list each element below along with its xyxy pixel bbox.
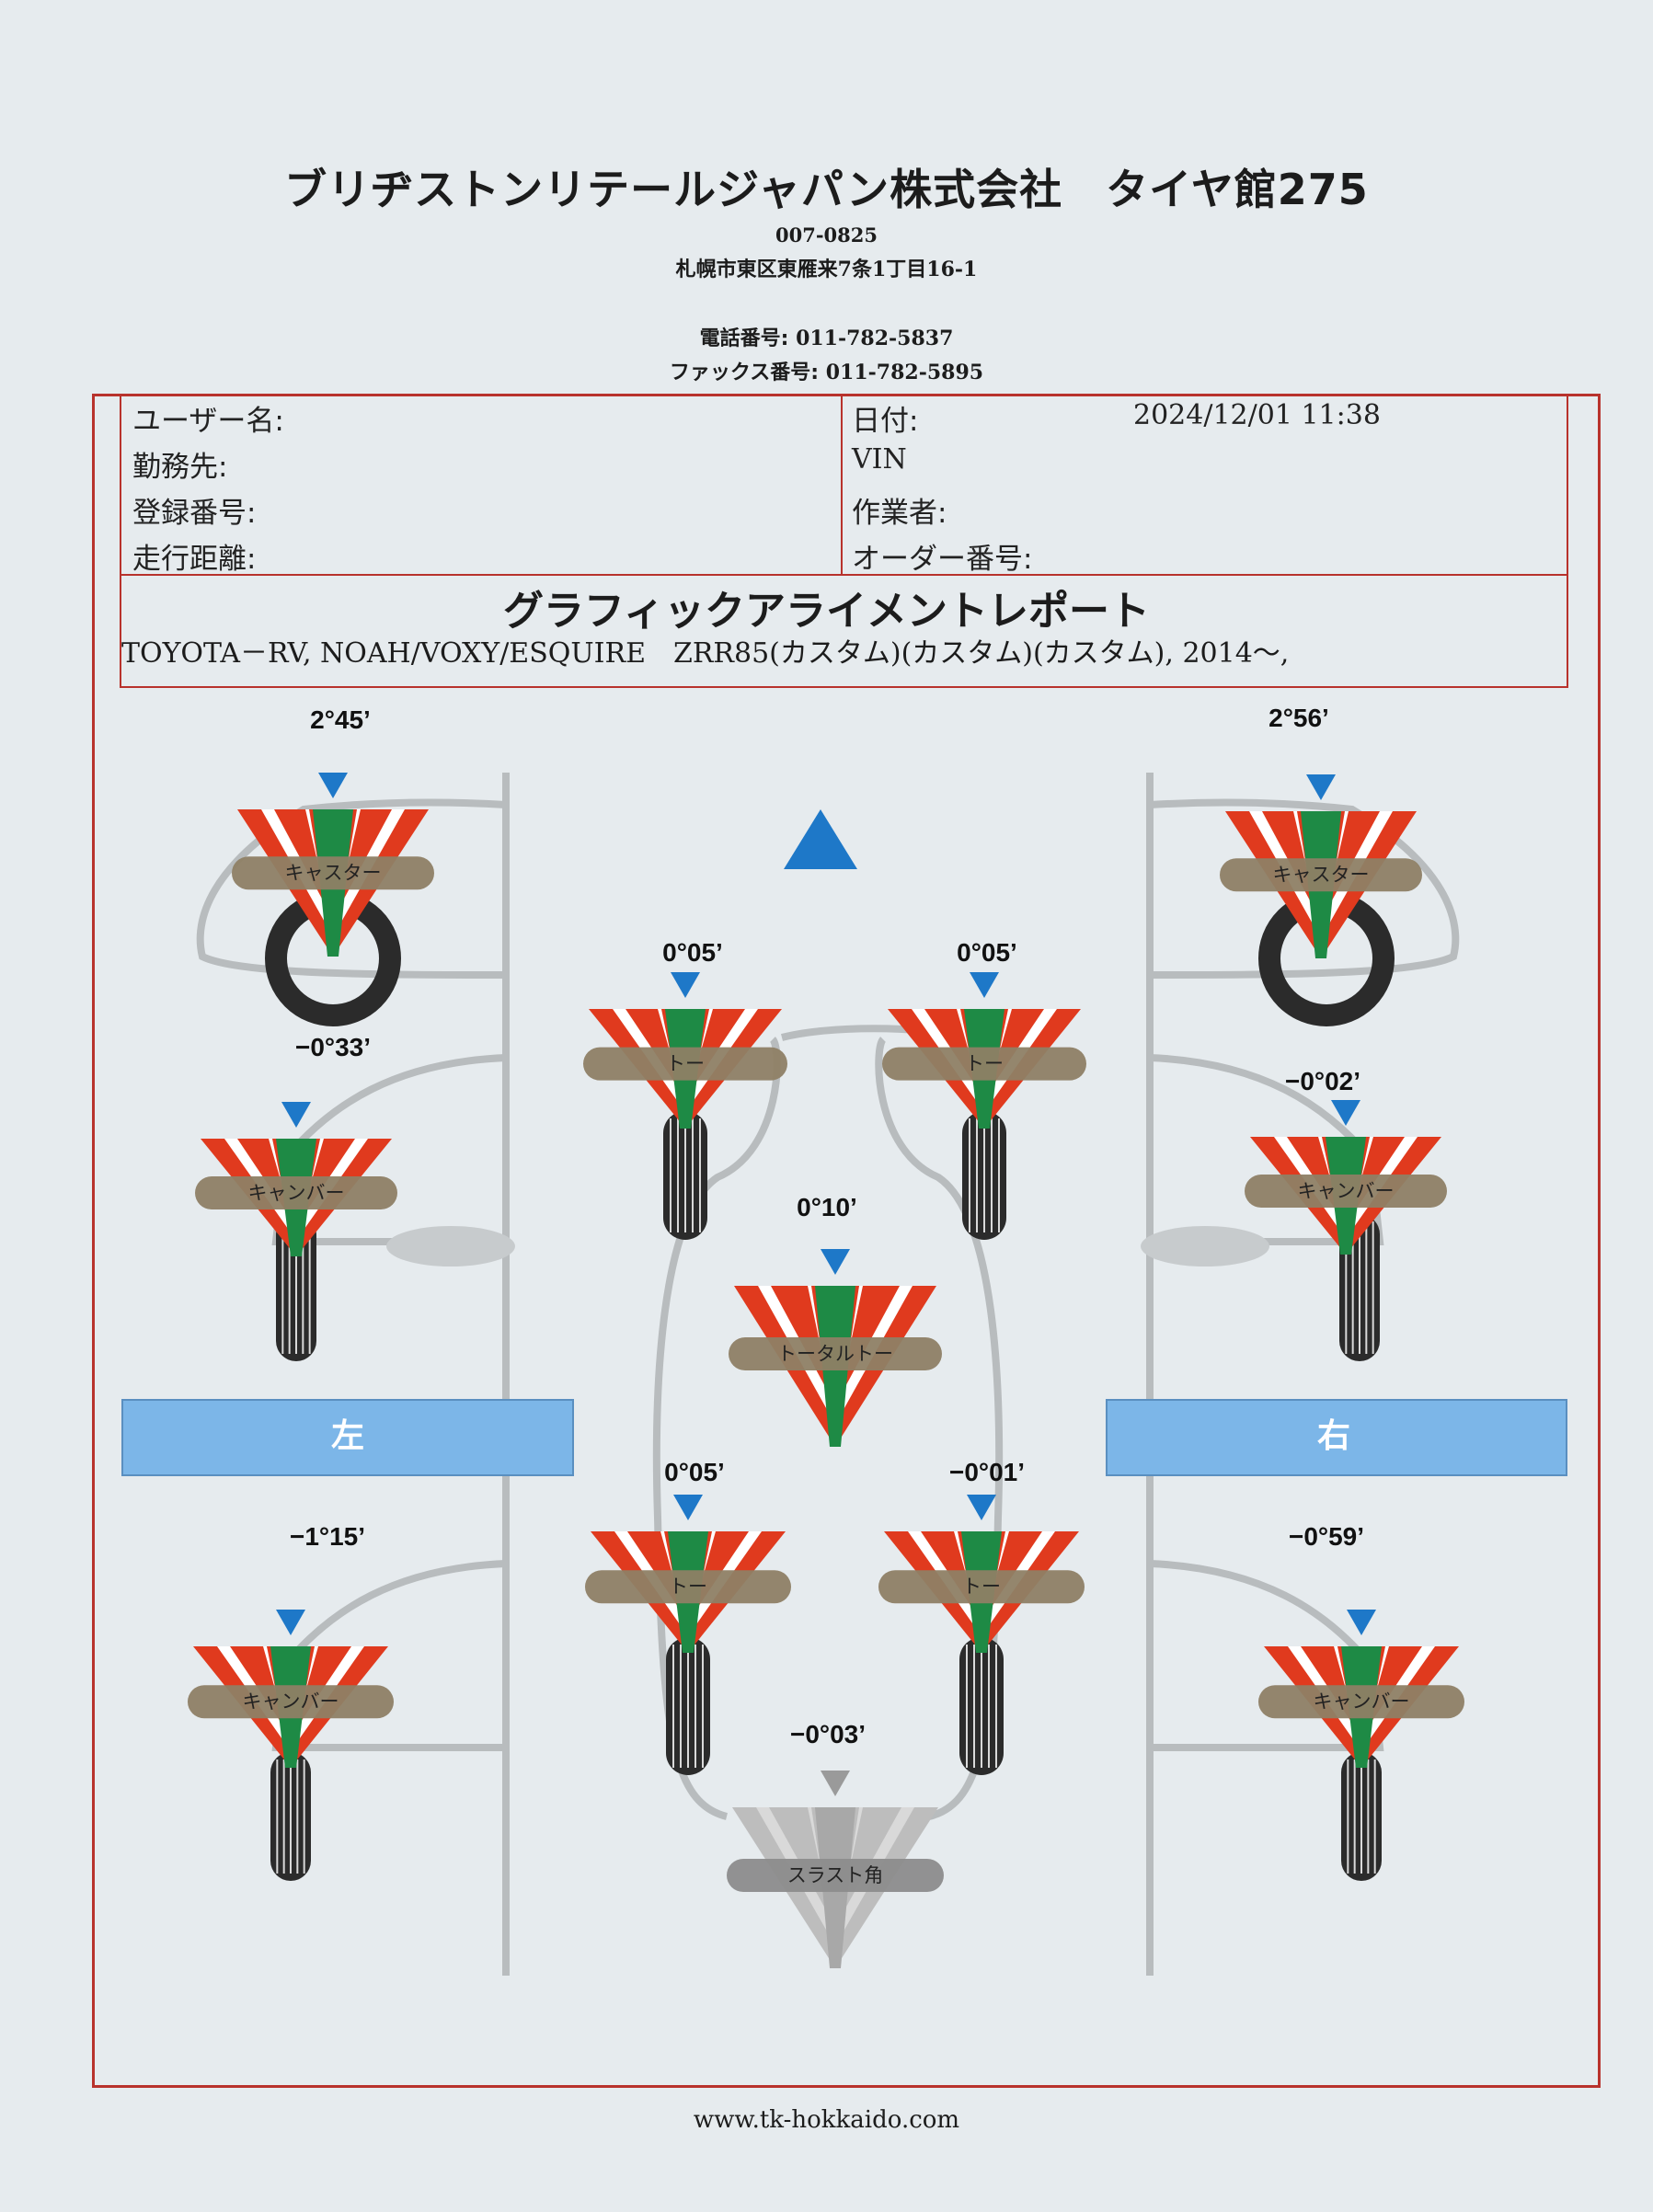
front-left-toe-gauge: トー (583, 972, 787, 1129)
car-outline (196, 773, 1460, 1976)
front-right-toe-tire-icon (962, 1111, 1006, 1240)
thrust-angle-gauge: スラスト角 (727, 1771, 944, 1968)
report-frame (92, 394, 1601, 2088)
title-bottom-rule (120, 686, 1568, 688)
front-total-toe-gauge-pointer-icon (821, 1249, 850, 1275)
rear-right-toe-tire-icon (959, 1637, 1004, 1775)
phone-line: 電話番号: 011-782-5837 (0, 322, 1653, 351)
title-border-right (1567, 574, 1568, 688)
info-bottom-rule (120, 574, 1568, 576)
front-right-toe-gauge-pointer-icon (970, 972, 999, 998)
thrust-angle-gauge-label: スラスト角 (787, 1864, 884, 1886)
rear-left-toe-tire-icon (666, 1637, 710, 1775)
front-right-caster-gauge-label: キャスター (1273, 864, 1370, 886)
front-total-toe-gauge: トータルトー (729, 1249, 942, 1447)
registration-label: 登録番号: (132, 497, 257, 530)
front-left-caster-gauge: キャスター (232, 773, 434, 957)
rear-left-camber-gauge: キャンバー (188, 1610, 394, 1768)
front-total-toe-value: 0°10’ (797, 1193, 857, 1221)
left-side-label: 左 (331, 1417, 364, 1455)
front-right-toe-gauge: トー (882, 972, 1086, 1129)
title-border-left (120, 574, 121, 688)
rear-right-camber-gauge-label: キャンバー (1314, 1691, 1410, 1713)
front-left-camber-gauge: キャンバー (195, 1102, 397, 1256)
chassis-shadow-left (386, 1226, 515, 1266)
rear-right-camber-value: −0°59’ (1289, 1522, 1364, 1551)
rear-right-camber-gauge: キャンバー (1258, 1610, 1464, 1768)
chassis-shadow-right (1141, 1226, 1269, 1266)
user-name-label: ユーザー名: (132, 405, 284, 438)
phone-label: 電話番号: (699, 327, 789, 350)
rear-left-toe-value: 0°05’ (664, 1458, 725, 1486)
date-value: 2024/12/01 11:38 (1133, 399, 1381, 431)
right-side-label: 右 (1317, 1417, 1350, 1455)
front-right-caster-gauge: キャスター (1220, 774, 1422, 958)
front-left-toe-value: 0°05’ (662, 938, 723, 967)
phone-number: 011-782-5837 (796, 327, 954, 350)
rear-left-toe-gauge: トー (585, 1495, 791, 1653)
company-label: 勤務先: (132, 451, 228, 484)
front-right-camber-gauge-label: キャンバー (1298, 1180, 1395, 1202)
rear-right-toe-gauge-label: トー (962, 1576, 1001, 1598)
rear-right-toe-value: −0°01’ (949, 1458, 1025, 1486)
front-left-toe-gauge-label: トー (666, 1053, 705, 1075)
operator-label: 作業者: (852, 497, 947, 530)
front-left-camber-gauge-label: キャンバー (248, 1182, 345, 1204)
front-left-caster-gauge-pointer-icon (318, 773, 348, 798)
forward-arrow-icon (784, 809, 857, 869)
front-left-camber-gauge-pointer-icon (281, 1102, 311, 1128)
left-side-bar (121, 1399, 574, 1476)
rear-left-camber-gauge-pointer-icon (276, 1610, 305, 1635)
rear-right-camber-tire-icon (1341, 1752, 1382, 1881)
front-right-toe-gauge-label: トー (965, 1053, 1004, 1075)
front-right-toe-value: 0°05’ (957, 938, 1017, 967)
front-left-toe-gauge-pointer-icon (671, 972, 700, 998)
postal-code: 007-0825 (775, 223, 878, 246)
info-table: ユーザー名: 勤務先: 登録番号: 走行距離: 日付: 2024/12/01 1… (120, 394, 1568, 578)
address: 札幌市東区東雁来7条1丁目16-1 (675, 258, 978, 281)
rear-right-toe-gauge-pointer-icon (967, 1495, 996, 1520)
front-right-caster-gauge-pointer-icon (1306, 774, 1336, 800)
front-right-camber-gauge-pointer-icon (1331, 1100, 1360, 1126)
fax-label: ファックス番号: (669, 361, 820, 384)
website: www.tk-hokkaido.com (693, 2106, 960, 2134)
front-left-toe-tire-icon (663, 1111, 707, 1240)
mileage-label: 走行距離: (132, 543, 257, 576)
thrust-angle-value: −0°03’ (790, 1720, 866, 1748)
front-right-caster-value: 2°56’ (1268, 704, 1329, 732)
vehicle-description: TOYOTA－RV, NOAH/VOXY/ESQUIRE ZRR85(カスタム)… (121, 637, 1290, 670)
front-right-camber-gauge: キャンバー (1245, 1100, 1447, 1255)
front-left-caster-gauge-label: キャスター (285, 862, 382, 884)
date-label: 日付: (852, 405, 919, 438)
front-right-camber-value: −0°02’ (1285, 1067, 1360, 1095)
rear-left-toe-gauge-label: トー (669, 1576, 707, 1598)
order-number-label: オーダー番号: (852, 543, 1033, 576)
front-left-caster-value: 2°45’ (310, 705, 371, 734)
vin-label: VIN (852, 443, 907, 476)
fax-number: 011-782-5895 (825, 361, 984, 384)
rear-left-camber-value: −1°15’ (290, 1522, 365, 1551)
rear-right-camber-gauge-pointer-icon (1347, 1610, 1376, 1635)
company-name: ブリヂストンリテールジャパン株式会社 タイヤ館275 (284, 165, 1369, 214)
rear-left-camber-tire-icon (270, 1752, 311, 1881)
right-side-bar (1106, 1399, 1567, 1476)
rear-right-toe-gauge: トー (878, 1495, 1085, 1653)
rear-left-toe-gauge-pointer-icon (673, 1495, 703, 1520)
thrust-angle-gauge-pointer-icon (821, 1771, 850, 1796)
front-left-camber-value: −0°33’ (295, 1033, 371, 1061)
rear-left-camber-gauge-label: キャンバー (243, 1691, 339, 1713)
report-title: グラフィックアライメントレポート (502, 588, 1151, 635)
info-divider (841, 394, 843, 574)
fax-line: ファックス番号: 011-782-5895 (0, 356, 1653, 385)
front-total-toe-gauge-label: トータルトー (777, 1343, 893, 1365)
